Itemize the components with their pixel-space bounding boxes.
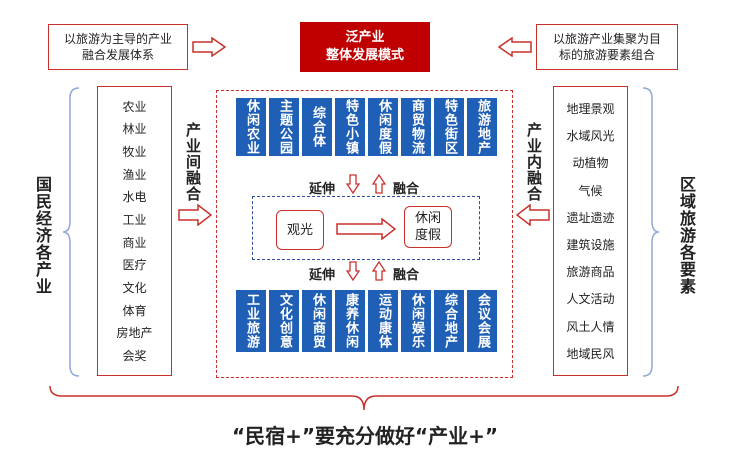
core-frame [252, 196, 480, 260]
right-note-box: 以旅游产业集聚为目 标的旅游要素组合 [536, 24, 678, 70]
industry-item: 医疗 [122, 258, 147, 273]
right-side-label: 区域旅游各要素 [677, 176, 696, 295]
industry-item: 牧业 [122, 145, 147, 160]
industry-item: 体育 [122, 303, 147, 318]
element-list: 地理景观水域风光动植物气候遗址遗迹建筑设施旅游商品人文活动风土人情地域民风 [553, 86, 628, 376]
page-title: 泛产业 整体发展模式 [300, 22, 430, 72]
industry-item: 工业 [122, 213, 147, 228]
arrow-down-icon [346, 174, 360, 194]
extend-label-bottom: 延伸 [309, 268, 336, 283]
tile-item: 休闲商贸 [302, 290, 332, 352]
left-note-box: 以旅游为主导的产业 融合发展体系 [48, 24, 188, 70]
left-note-line1: 以旅游为主导的产业 [63, 32, 172, 46]
sightseeing-box: 观光 [276, 210, 324, 250]
tile-item: 文化创意 [269, 290, 299, 352]
arrow-left-icon [498, 37, 532, 57]
tile-item: 综合体 [302, 98, 332, 156]
element-item: 建筑设施 [566, 238, 615, 253]
tile-item: 特色街区 [434, 98, 464, 156]
industry-item: 文化 [122, 281, 147, 296]
right-brace-icon [642, 87, 660, 377]
element-item: 风土人情 [566, 319, 615, 334]
center-frame [216, 90, 513, 378]
industry-item: 房地产 [116, 326, 153, 341]
right-fusion-label: 产业内融合 [525, 122, 543, 202]
tile-item: 工业旅游 [236, 290, 266, 352]
left-brace-icon [62, 87, 80, 377]
merge-label-top: 融合 [393, 182, 420, 197]
element-item: 旅游商品 [566, 265, 615, 280]
tile-item: 主题公园 [269, 98, 299, 156]
industry-item: 水电 [122, 190, 147, 205]
industry-item: 会奖 [122, 349, 147, 364]
arrow-right-icon [178, 204, 212, 226]
left-fusion-label: 产业间融合 [184, 122, 202, 202]
industry-item: 商业 [122, 235, 147, 250]
title-line2: 整体发展模式 [325, 48, 404, 63]
industry-item: 农业 [122, 99, 147, 114]
tile-item: 休闲农业 [236, 98, 266, 156]
element-item: 地理景观 [566, 102, 615, 117]
leisure-line1: 休闲 [414, 211, 441, 226]
leisure-line2: 度假 [414, 228, 441, 243]
tile-item: 休闲娱乐 [401, 290, 431, 352]
industry-item: 渔业 [122, 167, 147, 182]
industry-list: 农业林业牧业渔业水电工业商业医疗文化体育房地产会奖 [97, 86, 172, 376]
industry-item: 林业 [122, 122, 147, 137]
tile-item: 综合地产 [434, 290, 464, 352]
footer-slogan: “民宿+”要充分做好“产业+” [231, 424, 499, 448]
element-item: 地域民风 [566, 346, 615, 361]
arrow-up-icon [372, 261, 386, 281]
tile-item: 休闲度假 [368, 98, 398, 156]
merge-label-bottom: 融合 [393, 268, 420, 283]
tile-item: 商贸物流 [401, 98, 431, 156]
element-item: 动植物 [572, 156, 609, 171]
leisure-box: 休闲 度假 [404, 206, 452, 248]
element-item: 人文活动 [566, 292, 615, 307]
title-line1: 泛产业 [345, 30, 385, 45]
right-note-line2: 标的旅游要素组合 [558, 48, 655, 62]
arrow-left-icon [516, 204, 550, 226]
tile-item: 旅游地产 [467, 98, 497, 156]
tile-item: 会议会展 [467, 290, 497, 352]
extend-label-top: 延伸 [309, 182, 336, 197]
tile-item: 运动康体 [368, 290, 398, 352]
arrow-up-icon [372, 174, 386, 194]
arrow-down-icon [346, 261, 360, 281]
element-item: 水域风光 [566, 129, 615, 144]
left-note-line2: 融合发展体系 [81, 48, 154, 62]
arrow-right-icon [192, 37, 226, 57]
left-side-label: 国民经济各产业 [33, 176, 52, 295]
element-item: 气候 [578, 183, 603, 198]
bottom-brace-icon [49, 385, 679, 411]
arrow-right-icon [336, 218, 396, 240]
element-item: 遗址遗迹 [566, 210, 615, 225]
right-note-line1: 以旅游产业集聚为目 [552, 32, 661, 46]
tile-item: 特色小镇 [335, 98, 365, 156]
tile-item: 康养休闲 [335, 290, 365, 352]
